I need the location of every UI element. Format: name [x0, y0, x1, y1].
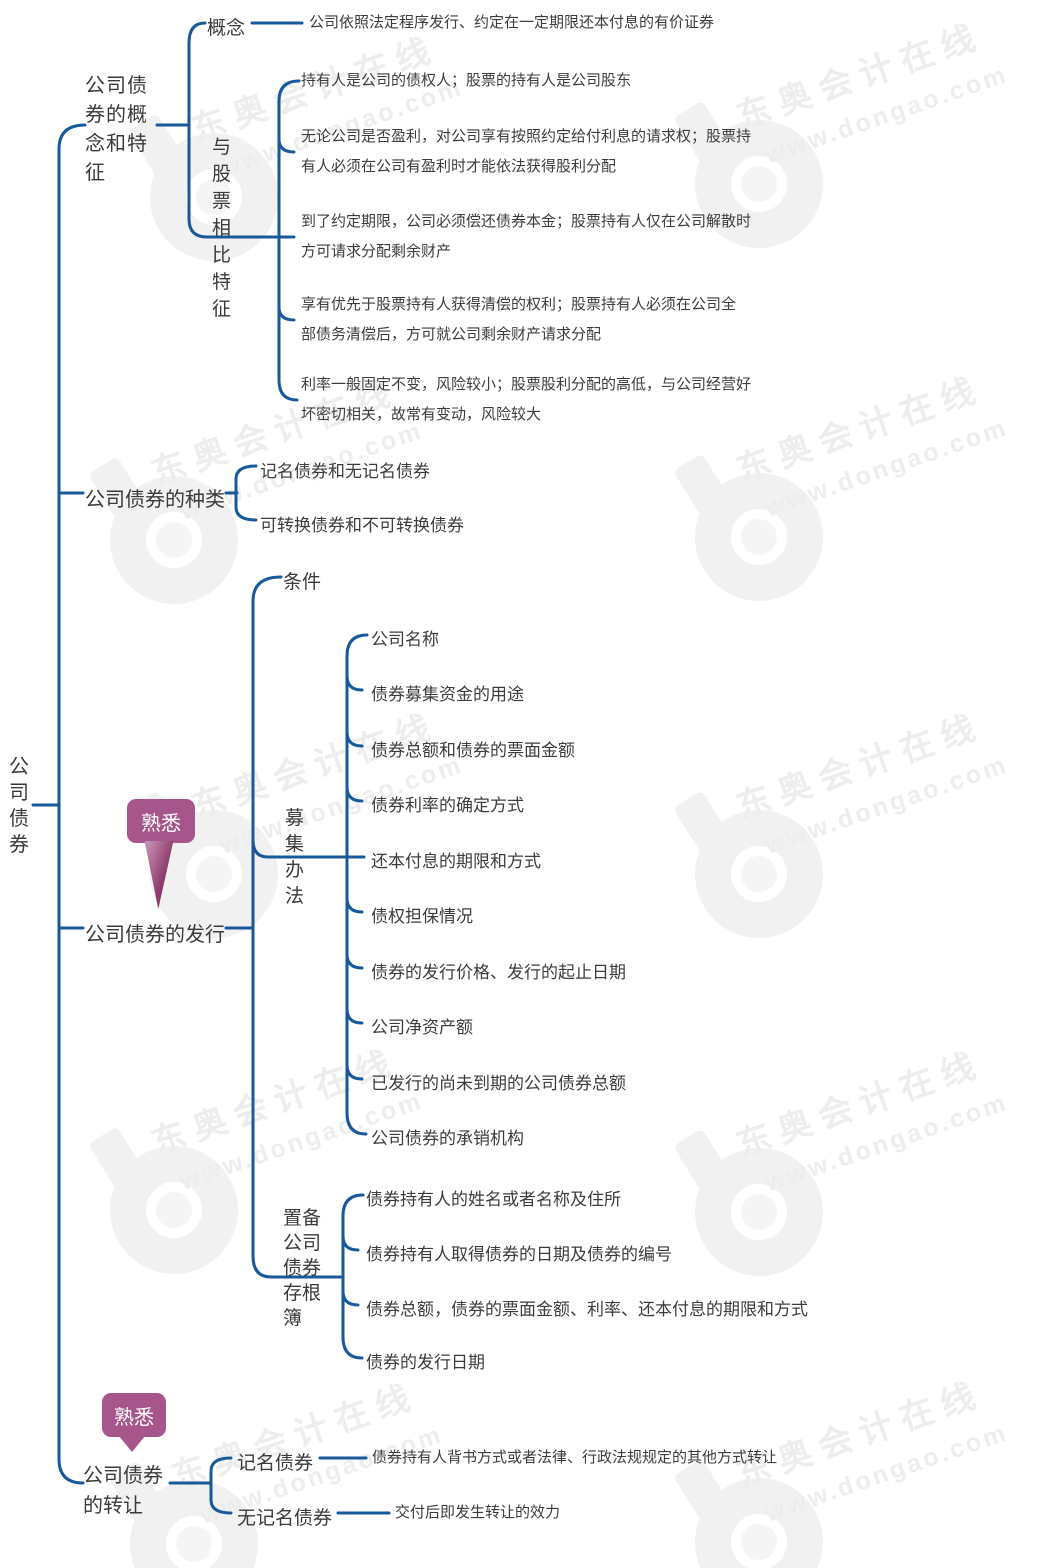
- leaf-bond-type: 可转换债券和不可转换债券: [260, 516, 464, 535]
- branch-concept-and-features: 公司债券的概念和特征: [85, 75, 148, 184]
- leaf-vs-stock-item: 无论公司是否盈利，对公司享有按照约定给付利息的请求权；股票持有人必须在公司有盈利…: [301, 128, 752, 175]
- leaf-vs-stock-item: 到了约定期限，公司必须偿还债券本金；股票持有人仅在公司解散时方可请求分配剩余财产: [301, 213, 752, 260]
- leaf-prospectus-item: 还本付息的期限和方式: [371, 852, 541, 871]
- leaf-bearer-bond-desc: 交付后即发生转让的效力: [395, 1504, 561, 1521]
- leaf-bond-type: 记名债券和无记名债券: [260, 462, 430, 481]
- node-bond-stub-book: 置备公司债券存根簿: [283, 1208, 322, 1329]
- leaf-prospectus-item: 公司债券的承销机构: [371, 1129, 524, 1148]
- leaf-prospectus-item: 已发行的尚未到期的公司债券总额: [371, 1074, 626, 1093]
- branch-bond-issuance: 公司债券的发行: [85, 924, 225, 946]
- node-vs-stock-features: 与股票相比特征: [212, 137, 232, 320]
- leaf-prospectus-item: 债券的发行价格、发行的起止日期: [371, 963, 626, 982]
- leaf-vs-stock-item: 持有人是公司的债权人；股票的持有人是公司股东: [301, 72, 632, 89]
- node-prospectus: 募集办法: [285, 808, 305, 907]
- leaf-registered-bond-desc: 债券持有人背书方式或者法律、行政法规规定的其他方式转让: [372, 1449, 778, 1466]
- familiar-badge-label: 熟悉: [114, 1406, 154, 1429]
- leaf-vs-stock-item: 利率一般固定不变，风险较小；股票股利分配的高低，与公司经营好坏密切相关，故常有变…: [301, 376, 752, 423]
- node-bearer-bond: 无记名债券: [237, 1508, 333, 1529]
- familiar-badge: 熟悉: [127, 799, 195, 843]
- familiar-badge-label: 熟悉: [141, 812, 181, 835]
- leaf-prospectus-item: 公司净资产额: [371, 1018, 473, 1037]
- root-node: 公司债券: [9, 756, 29, 856]
- leaf-prospectus-item: 债券募集资金的用途: [371, 685, 524, 704]
- leaf-vs-stock-item: 享有优先于股票持有人获得清偿的权利；股票持有人必须在公司全部债务清偿后，方可就公…: [301, 296, 737, 343]
- leaf-prospectus-item: 债权担保情况: [371, 907, 473, 926]
- leaf-stub-book-item: 债券的发行日期: [366, 1353, 485, 1372]
- node-registered-bond: 记名债券: [237, 1453, 314, 1474]
- node-concept: 概念: [207, 18, 246, 39]
- leaf-concept-definition: 公司依照法定程序发行、约定在一定期限还本付息的有价证券: [309, 14, 715, 31]
- leaf-stub-book-item: 债券总额，债券的票面金额、利率、还本付息的期限和方式: [366, 1300, 808, 1319]
- leaf-stub-book-item: 债券持有人的姓名或者名称及住所: [366, 1190, 621, 1209]
- branch-bond-transfer: 公司债券的转让: [83, 1465, 163, 1517]
- leaf-prospectus-item: 债券总额和债券的票面金额: [371, 741, 575, 760]
- leaf-prospectus-item: 公司名称: [371, 630, 439, 649]
- branch-bond-types: 公司债券的种类: [85, 489, 225, 511]
- familiar-badge: 熟悉: [102, 1393, 166, 1437]
- node-condition: 条件: [283, 572, 322, 593]
- leaf-prospectus-item: 债券利率的确定方式: [371, 796, 524, 815]
- leaf-stub-book-item: 债券持有人取得债券的日期及债券的编号: [366, 1245, 672, 1264]
